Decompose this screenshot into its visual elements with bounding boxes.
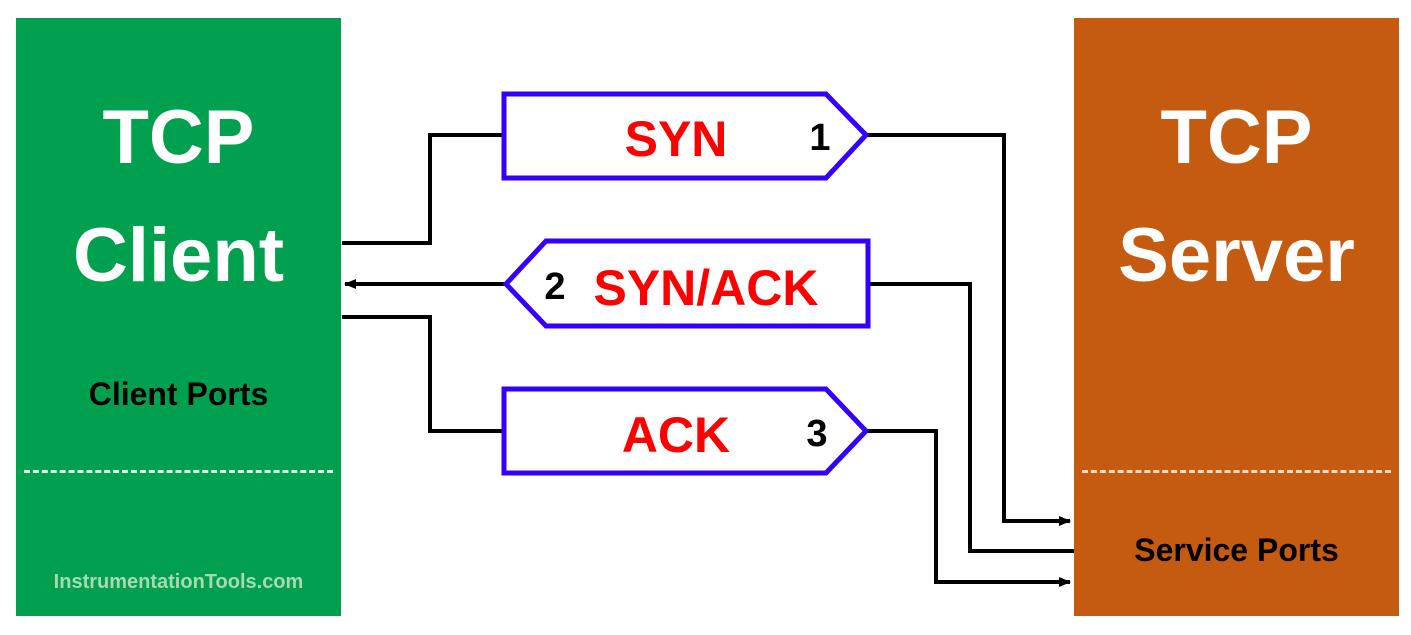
synack-message-shape — [502, 238, 871, 329]
ack-message-shape — [501, 386, 870, 476]
synack-step-number: 2 — [544, 266, 565, 308]
connector-lines — [342, 133, 1074, 587]
server-ports-divider — [1082, 470, 1391, 473]
synack-label: SYN/ACK — [593, 260, 818, 316]
syn-step-number: 1 — [809, 117, 830, 159]
ack-step-number: 3 — [806, 413, 827, 455]
server-title-line-2: Server — [1118, 213, 1355, 298]
syn-message: SYN 1 — [501, 91, 870, 181]
syn-connector-out — [866, 133, 1071, 526]
ack-message: ACK 3 — [501, 386, 870, 476]
client-title-line-2: Client — [72, 213, 285, 298]
ack-label: ACK — [622, 407, 730, 463]
synack-message: 2 SYN/ACK — [502, 238, 871, 329]
client-ports-label: Client Ports — [88, 376, 269, 412]
client-title-line-1: TCP — [102, 95, 255, 180]
syn-connector-in — [342, 133, 504, 245]
server-title-line-1: TCP — [1160, 95, 1313, 180]
tcp-server-box: TCP Server Service Ports — [1074, 18, 1399, 616]
service-ports-label: Service Ports — [1134, 532, 1339, 568]
ack-connector-out — [866, 429, 1071, 587]
ack-connector-in — [342, 315, 504, 433]
syn-message-shape — [501, 91, 870, 181]
syn-label: SYN — [625, 111, 728, 167]
watermark: InstrumentationTools.com — [53, 571, 304, 593]
client-ports-divider — [24, 470, 333, 473]
tcp-client-box: TCP Client Client Ports InstrumentationT… — [16, 18, 341, 616]
synack-connector-in — [869, 282, 1074, 553]
